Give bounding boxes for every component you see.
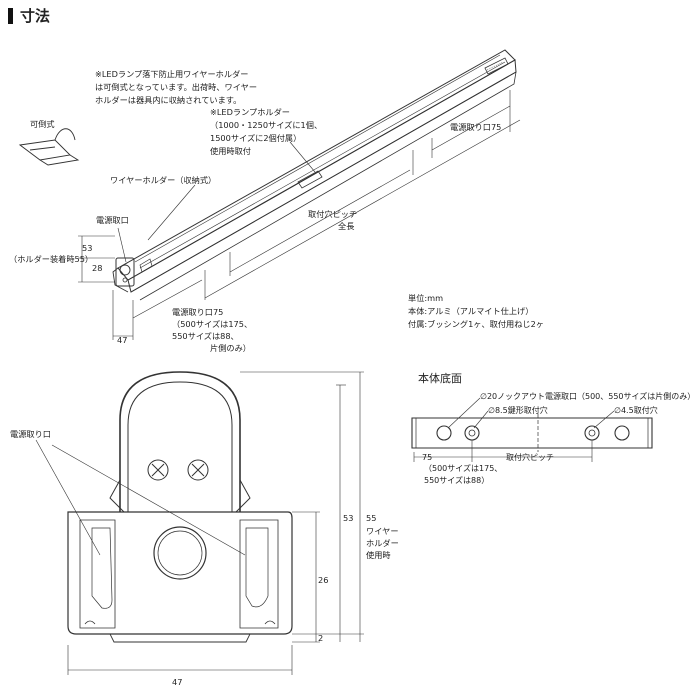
section-dim-2: 2 bbox=[318, 633, 324, 643]
bottom-note-line-2: 550サイズは88） bbox=[424, 476, 490, 485]
title-marker bbox=[8, 8, 13, 24]
power-inlet-label: 電源取口 bbox=[96, 215, 129, 225]
bottom-view-drawing bbox=[411, 414, 653, 452]
power-inlet-75-right-label: 電源取り口75 bbox=[450, 122, 502, 132]
dim-53-top: 53 bbox=[82, 243, 93, 253]
bottom-view-title: 本体底面 bbox=[418, 372, 462, 385]
foldable-label: 可倒式 bbox=[30, 119, 55, 129]
dim-28-top: 28 bbox=[92, 263, 103, 273]
lamp-holder-note-line-4: 使用時取付 bbox=[210, 146, 251, 156]
bottom-pitch-label: 取付穴ピッチ bbox=[506, 453, 554, 462]
wire-holder-use-line-2: ホルダー bbox=[366, 538, 399, 548]
hole-4-5-label: ∅4.5取付穴 bbox=[614, 406, 658, 415]
lamp-holder-note-line-3: 1500サイズに2個付属） bbox=[210, 133, 302, 143]
wire-holder-note-line-1: ※LEDランプ落下防止用ワイヤーホルダー bbox=[95, 69, 249, 79]
overall-length-label: 全長 bbox=[338, 221, 355, 231]
lamp-holder-note-line-1: ※LEDランプホルダー bbox=[210, 107, 290, 117]
section-dim-26: 26 bbox=[318, 575, 329, 585]
spec-unit: 単位:mm bbox=[408, 293, 444, 303]
wire-holder-use-line-3: 使用時 bbox=[366, 550, 391, 560]
wire-holder-note-line-2: は可倒式となっています。出荷時、ワイヤー bbox=[95, 82, 258, 92]
mount-pitch-label: 取付穴ピッチ bbox=[308, 209, 358, 219]
knockout-label: ∅20ノックアウト電源取口（500、550サイズは片側のみ） bbox=[480, 392, 696, 401]
wire-holder-note-line-3: ホルダーは器具内に収納されています。 bbox=[95, 95, 242, 105]
bottom-note-line-1: （500サイズは175、 bbox=[424, 464, 503, 473]
bottom-dim-75: 75 bbox=[422, 453, 433, 462]
section-power-inlet-label: 電源取り口 bbox=[10, 429, 51, 439]
cross-section bbox=[67, 371, 293, 643]
isometric-fixture bbox=[112, 49, 517, 301]
power-inlet-75-left-line-3: 550サイズは88、 bbox=[172, 331, 239, 341]
page-title: 寸法 bbox=[20, 7, 51, 25]
section-dim-55: 55 bbox=[366, 513, 377, 523]
spec-body: 本体:アルミ（アルマイト仕上げ） bbox=[408, 306, 534, 316]
dim-47-top: 47 bbox=[117, 335, 128, 345]
power-inlet-75-left-line-1: 電源取り口75 bbox=[172, 307, 224, 317]
foldable-holder-sketch bbox=[18, 128, 80, 166]
holder-installed-label: （ホルダー装着時55） bbox=[9, 254, 94, 264]
keyhole-label: ∅8.5鍵形取付穴 bbox=[488, 406, 548, 415]
wire-holder-use-line-1: ワイヤー bbox=[366, 526, 399, 536]
wire-holder-stored-label: ワイヤーホルダー（収納式） bbox=[110, 175, 217, 185]
section-dim-47: 47 bbox=[172, 677, 183, 687]
power-inlet-75-left-line-2: （500サイズは175、 bbox=[172, 319, 253, 329]
section-dim-53: 53 bbox=[343, 513, 354, 523]
power-inlet-75-left-line-4: 片側のみ） bbox=[210, 343, 251, 353]
spec-accessories: 付属:ブッシング1ヶ、取付用ねじ2ヶ bbox=[408, 319, 544, 329]
lamp-holder-note-line-2: （1000・1250サイズに1個、 bbox=[210, 120, 323, 130]
